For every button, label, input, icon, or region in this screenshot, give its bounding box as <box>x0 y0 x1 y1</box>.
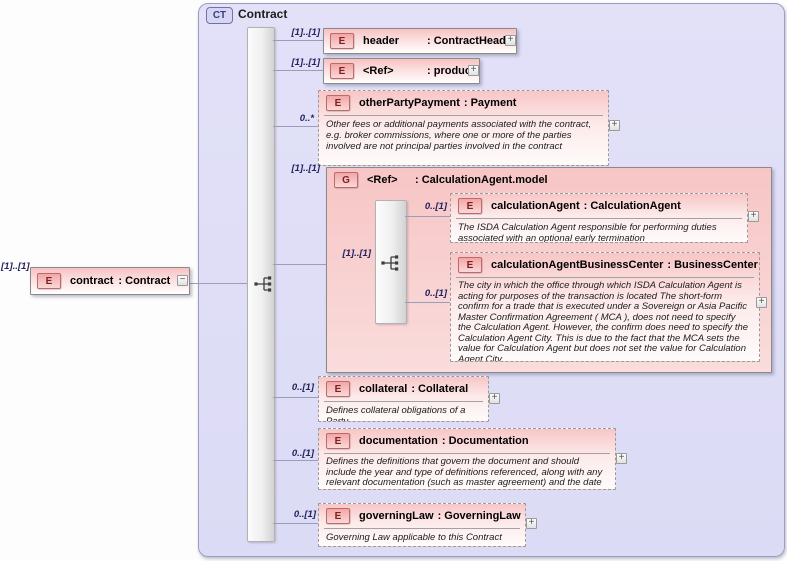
element-type: : Documentation <box>441 435 529 447</box>
expand-button-header[interactable]: + <box>505 35 516 46</box>
element-name: documentation <box>359 435 438 447</box>
element-icon: E <box>458 198 482 214</box>
element-type: : Contract <box>118 275 171 287</box>
divider <box>324 115 603 116</box>
divider <box>456 218 742 219</box>
cardinality-label-otherPartyPayment: 0..* <box>299 113 314 124</box>
element-type: : ContractHeader <box>427 35 517 47</box>
cardinality-label-product: [1]..[1] <box>291 57 321 68</box>
element-annotation: Defines the definitions that govern the … <box>326 456 603 489</box>
element-name: <Ref> <box>363 65 394 77</box>
divider <box>456 277 754 278</box>
cardinality-label-contract: [1]..[1] <box>1 261 30 272</box>
cardinality-label-governingLaw: 0..[1] <box>293 509 316 520</box>
element-name: otherPartyPayment <box>359 97 460 109</box>
cardinality-label-header: [1]..[1] <box>291 27 321 38</box>
element-type: : GoverningLaw <box>437 510 521 522</box>
cardinality-label-group-sequence: [1]..[1] <box>342 248 372 259</box>
element-annotation: Governing Law applicable to this Contrac… <box>326 532 502 543</box>
connector-line <box>273 264 376 265</box>
complextype-title: Contract <box>238 7 288 21</box>
collapse-button-contract[interactable]: − <box>177 275 188 286</box>
cardinality-label-group: [1]..[1] <box>291 163 321 174</box>
connector-line <box>273 70 323 71</box>
group-icon: G <box>334 172 358 188</box>
divider <box>324 401 483 402</box>
connector-line <box>273 40 323 41</box>
element-icon: E <box>458 257 482 273</box>
divider <box>324 453 610 454</box>
element-title-row: E documentation : Documentation <box>319 429 615 453</box>
group-type: : CalculationAgent.model <box>415 174 548 186</box>
element-name: governingLaw <box>359 510 434 522</box>
sequence-compositor-icon <box>252 274 276 294</box>
expand-button-documentation[interactable]: + <box>616 453 627 464</box>
element-calculationAgentBusinessCenter[interactable]: E calculationAgentBusinessCenter : Busin… <box>450 252 760 362</box>
element-annotation: Other fees or additional payments associ… <box>326 119 592 152</box>
complextype-badge-icon: CT <box>206 7 233 24</box>
connector-line <box>273 397 318 398</box>
sequence-compositor-icon <box>379 253 403 273</box>
element-header[interactable]: E header : ContractHeader <box>323 28 517 54</box>
element-icon: E <box>326 433 350 449</box>
element-icon: E <box>37 273 61 289</box>
element-type: : CalculationAgent <box>583 200 681 212</box>
element-name: collateral <box>359 383 408 395</box>
element-icon: E <box>326 508 350 524</box>
group-name: <Ref> <box>367 174 398 186</box>
expand-button-calculationAgentBusinessCenter[interactable]: + <box>756 297 767 308</box>
element-icon: E <box>326 381 350 397</box>
element-title-row: E collateral : Collateral <box>319 377 488 401</box>
element-title-row: E calculationAgentBusinessCenter : Busin… <box>451 253 759 277</box>
cardinality-label-calculationAgentBusinessCenter: 0..[1] <box>424 288 447 299</box>
element-icon: E <box>330 63 354 79</box>
connector-line <box>405 302 450 303</box>
divider <box>324 528 520 529</box>
connector-line <box>405 216 450 217</box>
element-title-row: E otherPartyPayment : Payment <box>319 91 608 115</box>
element-type: : BusinessCenter <box>667 259 758 271</box>
element-calculationAgent[interactable]: E calculationAgent : CalculationAgent Th… <box>450 193 748 243</box>
element-collateral[interactable]: E collateral : Collateral Defines collat… <box>318 376 489 422</box>
element-type: : Payment <box>463 97 517 109</box>
expand-button-calculationAgent[interactable]: + <box>748 211 759 222</box>
element-title-row: E governingLaw : GoverningLaw <box>319 504 525 528</box>
connector-line <box>188 283 247 284</box>
element-contract[interactable]: E contract : Contract <box>30 267 190 295</box>
connector-line <box>273 460 318 461</box>
element-documentation[interactable]: E documentation : Documentation Defines … <box>318 428 616 490</box>
element-icon: E <box>330 33 354 49</box>
element-annotation: Defines collateral obligations of a Part… <box>326 405 466 422</box>
connector-line <box>273 523 318 524</box>
element-type: : Collateral <box>411 383 469 395</box>
element-product-ref[interactable]: E <Ref> : product <box>323 58 480 84</box>
element-name: calculationAgentBusinessCenter <box>491 259 664 271</box>
group-title-row: G <Ref> : CalculationAgent.model <box>327 168 771 192</box>
element-otherPartyPayment[interactable]: E otherPartyPayment : Payment Other fees… <box>318 90 609 166</box>
expand-button-collateral[interactable]: + <box>489 393 500 404</box>
expand-button-governingLaw[interactable]: + <box>526 518 537 529</box>
element-annotation: The city in which the office through whi… <box>458 280 749 362</box>
expand-button-product[interactable]: + <box>468 65 479 76</box>
connector-line <box>273 126 318 127</box>
element-icon: E <box>326 95 350 111</box>
cardinality-label-collateral: 0..[1] <box>291 382 314 393</box>
element-title-row: E calculationAgent : CalculationAgent <box>451 194 747 218</box>
cardinality-label-calculationAgent: 0..[1] <box>424 201 447 212</box>
element-type: : product <box>427 65 475 77</box>
expand-button-otherPartyPayment[interactable]: + <box>609 120 620 131</box>
cardinality-label-documentation: 0..[1] <box>291 448 314 459</box>
element-annotation: The ISDA Calculation Agent responsible f… <box>458 222 717 243</box>
element-governingLaw[interactable]: E governingLaw : GoverningLaw Governing … <box>318 503 526 547</box>
element-name: calculationAgent <box>491 200 580 212</box>
element-name: header <box>363 35 400 47</box>
element-name: contract <box>70 275 114 287</box>
